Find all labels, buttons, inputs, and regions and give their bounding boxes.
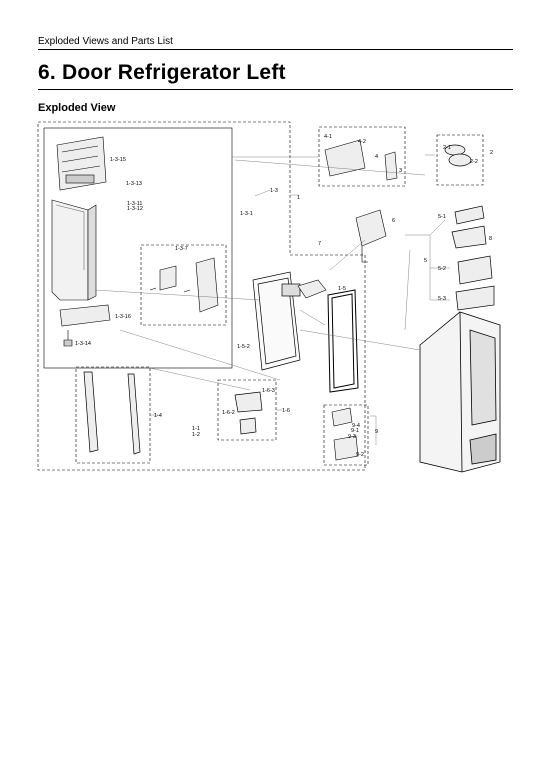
exploded-view-heading: Exploded View: [38, 102, 116, 114]
callout-7: 7: [318, 241, 321, 247]
callout-1-3-13: 1-3-13: [126, 181, 142, 187]
callout-1-1: 1-1: [192, 426, 200, 432]
part-6: [355, 209, 387, 263]
bottom-cap-part: [59, 304, 111, 347]
callout-9-3: 9-3: [348, 434, 356, 440]
assembly-9-frame: [323, 404, 369, 466]
door-panel-part: [51, 199, 97, 301]
dispenser-module-part: [149, 257, 219, 313]
door-gasket-part: [327, 289, 359, 393]
callout-2-1: 2-1: [443, 145, 451, 151]
callout-1-3-7: 1-3-7: [175, 246, 188, 252]
door-frame-part: [252, 271, 301, 371]
callout-1-6-2: 1-6-2: [222, 410, 235, 416]
callout-1-3-1: 1-3-1: [240, 211, 253, 217]
callout-3: 3: [399, 168, 402, 174]
callout-5-2: 5-2: [438, 266, 446, 272]
callout-2-2: 2-2: [470, 159, 478, 165]
hinge-bar-part: [83, 371, 141, 455]
handle-cap-part: [56, 136, 107, 191]
callout-1: 1: [297, 195, 300, 201]
refrigerator-cabinet: [419, 311, 501, 473]
callout-1-3-16: 1-3-16: [115, 314, 131, 320]
header-rule: [38, 49, 513, 50]
callout-1-3-14: 1-3-14: [75, 341, 91, 347]
title-rule: [38, 89, 513, 90]
part-4: [324, 139, 398, 181]
assembly-2-frame: [436, 134, 484, 186]
bracket-part: [234, 391, 263, 435]
callout-4-2: 4-2: [358, 139, 366, 145]
callout-1-3-12: 1-3-12: [127, 206, 143, 212]
callout-2: 2: [490, 150, 493, 156]
callout-4-1: 4-1: [324, 134, 332, 140]
callout-1-6-3: 1-6-3: [262, 388, 275, 394]
callout-9-1: 9-1: [351, 428, 359, 434]
callout-9-4: 9-4: [352, 423, 360, 429]
part-9: [331, 407, 359, 461]
leader-lines: [94, 154, 450, 445]
callout-9-2: 9-2: [356, 452, 364, 458]
assembly-4-frame: [318, 126, 406, 187]
callout-6: 6: [392, 218, 395, 224]
assembly-1-3-frame: [43, 127, 233, 369]
part-2: [444, 144, 472, 167]
callout-5-1: 5-1: [438, 214, 446, 220]
running-header: Exploded Views and Parts List: [38, 36, 173, 47]
callout-1-2: 1-2: [192, 432, 200, 438]
section-title: 6. Door Refrigerator Left: [38, 61, 286, 84]
part-7: [297, 279, 327, 299]
callout-1-5: 1-5: [338, 286, 346, 292]
callout-5: 5: [424, 258, 427, 264]
callout-1-5-2: 1-5-2: [237, 344, 250, 350]
assembly-1-frame: [37, 121, 366, 471]
callout-9: 9: [375, 429, 378, 435]
callout-4: 4: [375, 154, 378, 160]
part-5: [451, 205, 495, 311]
callout-1-3-15: 1-3-15: [110, 157, 126, 163]
callout-1-4: 1-4: [154, 413, 162, 419]
callout-1-3: 1-3: [270, 188, 278, 194]
callout-8: 8: [489, 236, 492, 242]
callout-1-6: 1-6: [282, 408, 290, 414]
callout-5-3: 5-3: [438, 296, 446, 302]
assembly-1-3-7-frame: [140, 244, 227, 326]
callout-1-3-11: 1-3-11: [127, 201, 143, 207]
